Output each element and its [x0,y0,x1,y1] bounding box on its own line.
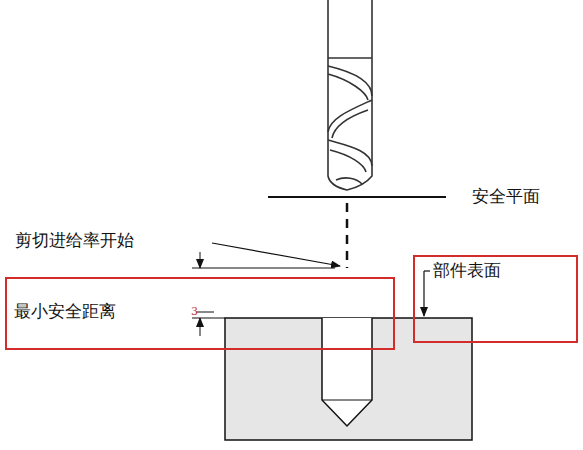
extension-line [192,268,335,269]
callout-number: 3 [191,305,198,318]
dimension-tick [196,312,214,313]
leader-line [423,271,424,316]
rapid-path [346,203,349,268]
dimension-label: 最小安全距离 [14,301,116,321]
workpiece [225,318,472,440]
end-mill [328,0,372,190]
plane-label: 安全平面 [472,186,540,206]
callout-box: 最小安全距离 3 [5,277,395,350]
leader-line [212,243,340,266]
safety-plane-line [268,196,446,198]
part-label: 部件表面 [433,260,501,280]
drilled-hole [322,318,372,426]
dimension-arrow [200,252,201,268]
dimension-arrow [200,318,201,336]
feed-start-label: 剪切进给率开始 [15,230,134,250]
callout-box: 部件表面 [413,255,578,343]
